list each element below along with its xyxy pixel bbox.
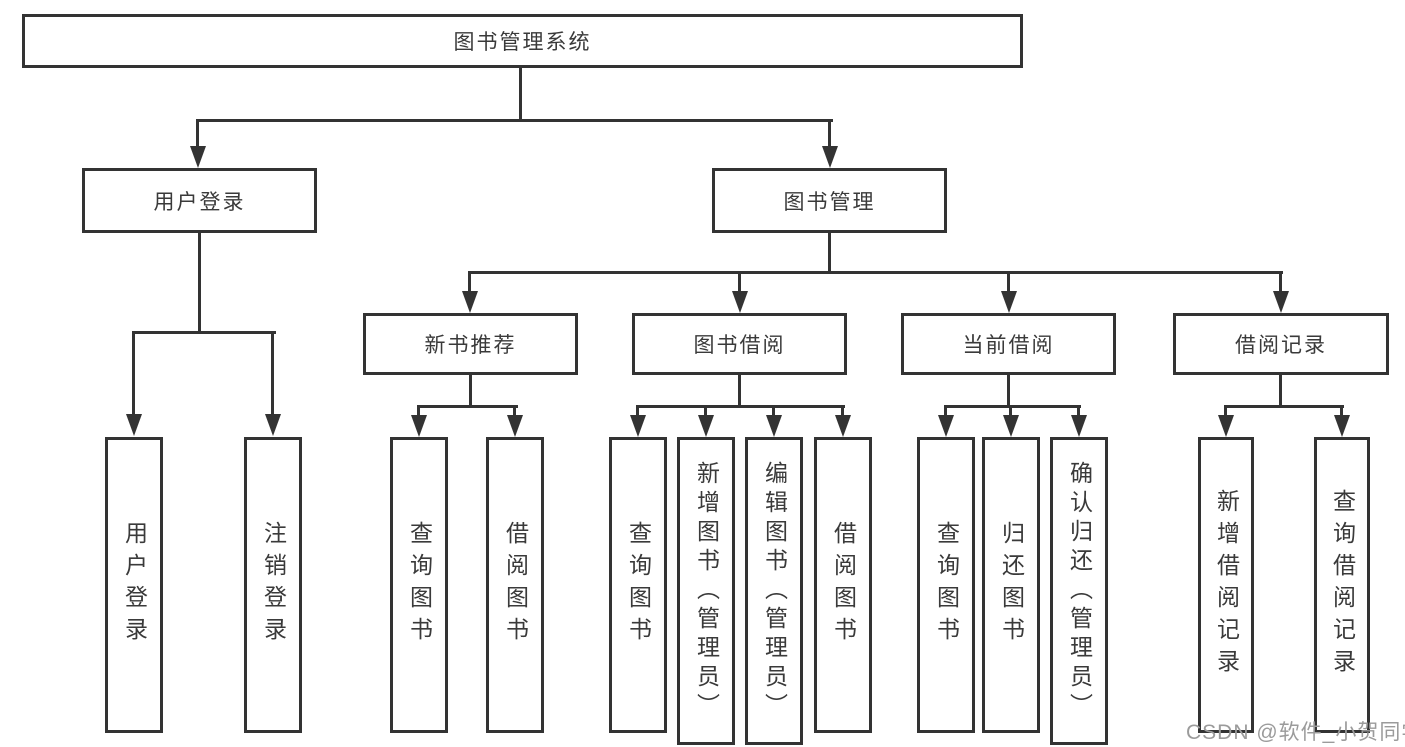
node-root-library-system: 图书管理系统 xyxy=(22,14,1023,68)
node-borrow-records-label: 借阅记录 xyxy=(1235,334,1327,357)
leaf-borrow-book-2-label: 借阅图书 xyxy=(830,521,857,649)
leaf-user-login: 用户登录 xyxy=(105,437,163,733)
connector-line xyxy=(636,405,639,417)
leaf-add-book-admin-label: 新增图书（管理员） xyxy=(693,460,720,722)
leaf-borrow-book-1-label: 借阅图书 xyxy=(502,521,529,649)
connector-line xyxy=(636,405,845,408)
arrowhead-icon xyxy=(1001,291,1017,313)
connector-line xyxy=(132,331,135,416)
leaf-borrow-book-1: 借阅图书 xyxy=(486,437,544,733)
leaf-borrow-book-2: 借阅图书 xyxy=(814,437,872,733)
arrowhead-icon xyxy=(698,415,714,437)
connector-line xyxy=(197,119,833,122)
connector-line xyxy=(519,68,522,122)
leaf-query-borrow-record: 查询借阅记录 xyxy=(1314,437,1370,733)
leaf-user-login-label: 用户登录 xyxy=(121,521,148,649)
arrowhead-icon xyxy=(411,415,427,437)
connector-line xyxy=(513,405,516,417)
node-book-borrow: 图书借阅 xyxy=(632,313,847,375)
arrowhead-icon xyxy=(462,291,478,313)
connector-line xyxy=(133,331,276,334)
connector-line xyxy=(1007,375,1010,408)
connector-line xyxy=(1077,405,1080,417)
connector-line xyxy=(417,405,518,408)
connector-line xyxy=(738,375,741,408)
arrowhead-icon xyxy=(732,291,748,313)
connector-line xyxy=(1009,405,1012,417)
arrowhead-icon xyxy=(1334,415,1350,437)
leaf-add-borrow-record: 新增借阅记录 xyxy=(1198,437,1254,733)
arrowhead-icon xyxy=(126,414,142,436)
connector-line xyxy=(196,119,199,148)
leaf-return-book-label: 归还图书 xyxy=(998,521,1025,649)
leaf-edit-book-admin: 编辑图书（管理员） xyxy=(745,437,803,745)
connector-line xyxy=(828,119,831,148)
arrowhead-icon xyxy=(1218,415,1234,437)
leaf-return-book: 归还图书 xyxy=(982,437,1040,733)
node-book-management: 图书管理 xyxy=(712,168,947,233)
node-book-management-label: 图书管理 xyxy=(783,190,876,214)
arrowhead-icon xyxy=(822,146,838,168)
connector-line xyxy=(1279,271,1282,293)
arrowhead-icon xyxy=(1003,415,1019,437)
leaf-query-book-1: 查询图书 xyxy=(390,437,448,733)
node-new-book-recommend: 新书推荐 xyxy=(363,313,578,375)
connector-line xyxy=(271,331,274,416)
leaf-query-book-2: 查询图书 xyxy=(609,437,667,733)
leaf-query-book-1-label: 查询图书 xyxy=(406,521,433,649)
leaf-query-book-3-label: 查询图书 xyxy=(933,521,960,649)
arrowhead-icon xyxy=(265,414,281,436)
connector-line xyxy=(469,375,472,408)
arrowhead-icon xyxy=(630,415,646,437)
arrowhead-icon xyxy=(766,415,782,437)
leaf-confirm-return-admin-label: 确认归还（管理员） xyxy=(1066,460,1093,722)
connector-line xyxy=(704,405,707,417)
node-new-book-recommend-label: 新书推荐 xyxy=(424,334,517,357)
node-root-label: 图书管理系统 xyxy=(453,31,592,54)
leaf-add-borrow-record-label: 新增借阅记录 xyxy=(1213,489,1240,681)
leaf-query-borrow-record-label: 查询借阅记录 xyxy=(1329,489,1356,681)
connector-line xyxy=(468,271,471,293)
node-current-borrow: 当前借阅 xyxy=(901,313,1116,375)
node-borrow-records: 借阅记录 xyxy=(1173,313,1389,375)
leaf-edit-book-admin-label: 编辑图书（管理员） xyxy=(761,460,788,722)
connector-line xyxy=(417,405,420,417)
leaf-logout-label: 注销登录 xyxy=(260,521,287,649)
connector-line xyxy=(841,405,844,417)
node-user-login: 用户登录 xyxy=(82,168,317,233)
connector-line xyxy=(944,405,947,417)
node-current-borrow-label: 当前借阅 xyxy=(962,334,1055,357)
leaf-query-book-3: 查询图书 xyxy=(917,437,975,733)
arrowhead-icon xyxy=(507,415,523,437)
node-user-login-label: 用户登录 xyxy=(153,190,246,214)
leaf-query-book-2-label: 查询图书 xyxy=(625,521,652,649)
connector-line xyxy=(738,271,741,293)
connector-line xyxy=(1279,375,1282,408)
leaf-add-book-admin: 新增图书（管理员） xyxy=(677,437,735,745)
arrowhead-icon xyxy=(1071,415,1087,437)
arrowhead-icon xyxy=(938,415,954,437)
connector-line xyxy=(828,233,831,274)
connector-line xyxy=(1224,405,1227,417)
node-book-borrow-label: 图书借阅 xyxy=(693,334,786,357)
arrowhead-icon xyxy=(190,146,206,168)
connector-line xyxy=(469,271,1283,274)
connector-line xyxy=(1340,405,1343,417)
connector-line xyxy=(1224,405,1344,408)
csdn-watermark: CSDN @软件_小贺同学 xyxy=(1186,721,1405,744)
connector-line xyxy=(944,405,1081,408)
arrowhead-icon xyxy=(1273,291,1289,313)
arrowhead-icon xyxy=(835,415,851,437)
leaf-confirm-return-admin: 确认归还（管理员） xyxy=(1050,437,1108,745)
connector-line xyxy=(772,405,775,417)
connector-line xyxy=(1007,271,1010,293)
connector-line xyxy=(198,233,201,334)
leaf-logout: 注销登录 xyxy=(244,437,302,733)
